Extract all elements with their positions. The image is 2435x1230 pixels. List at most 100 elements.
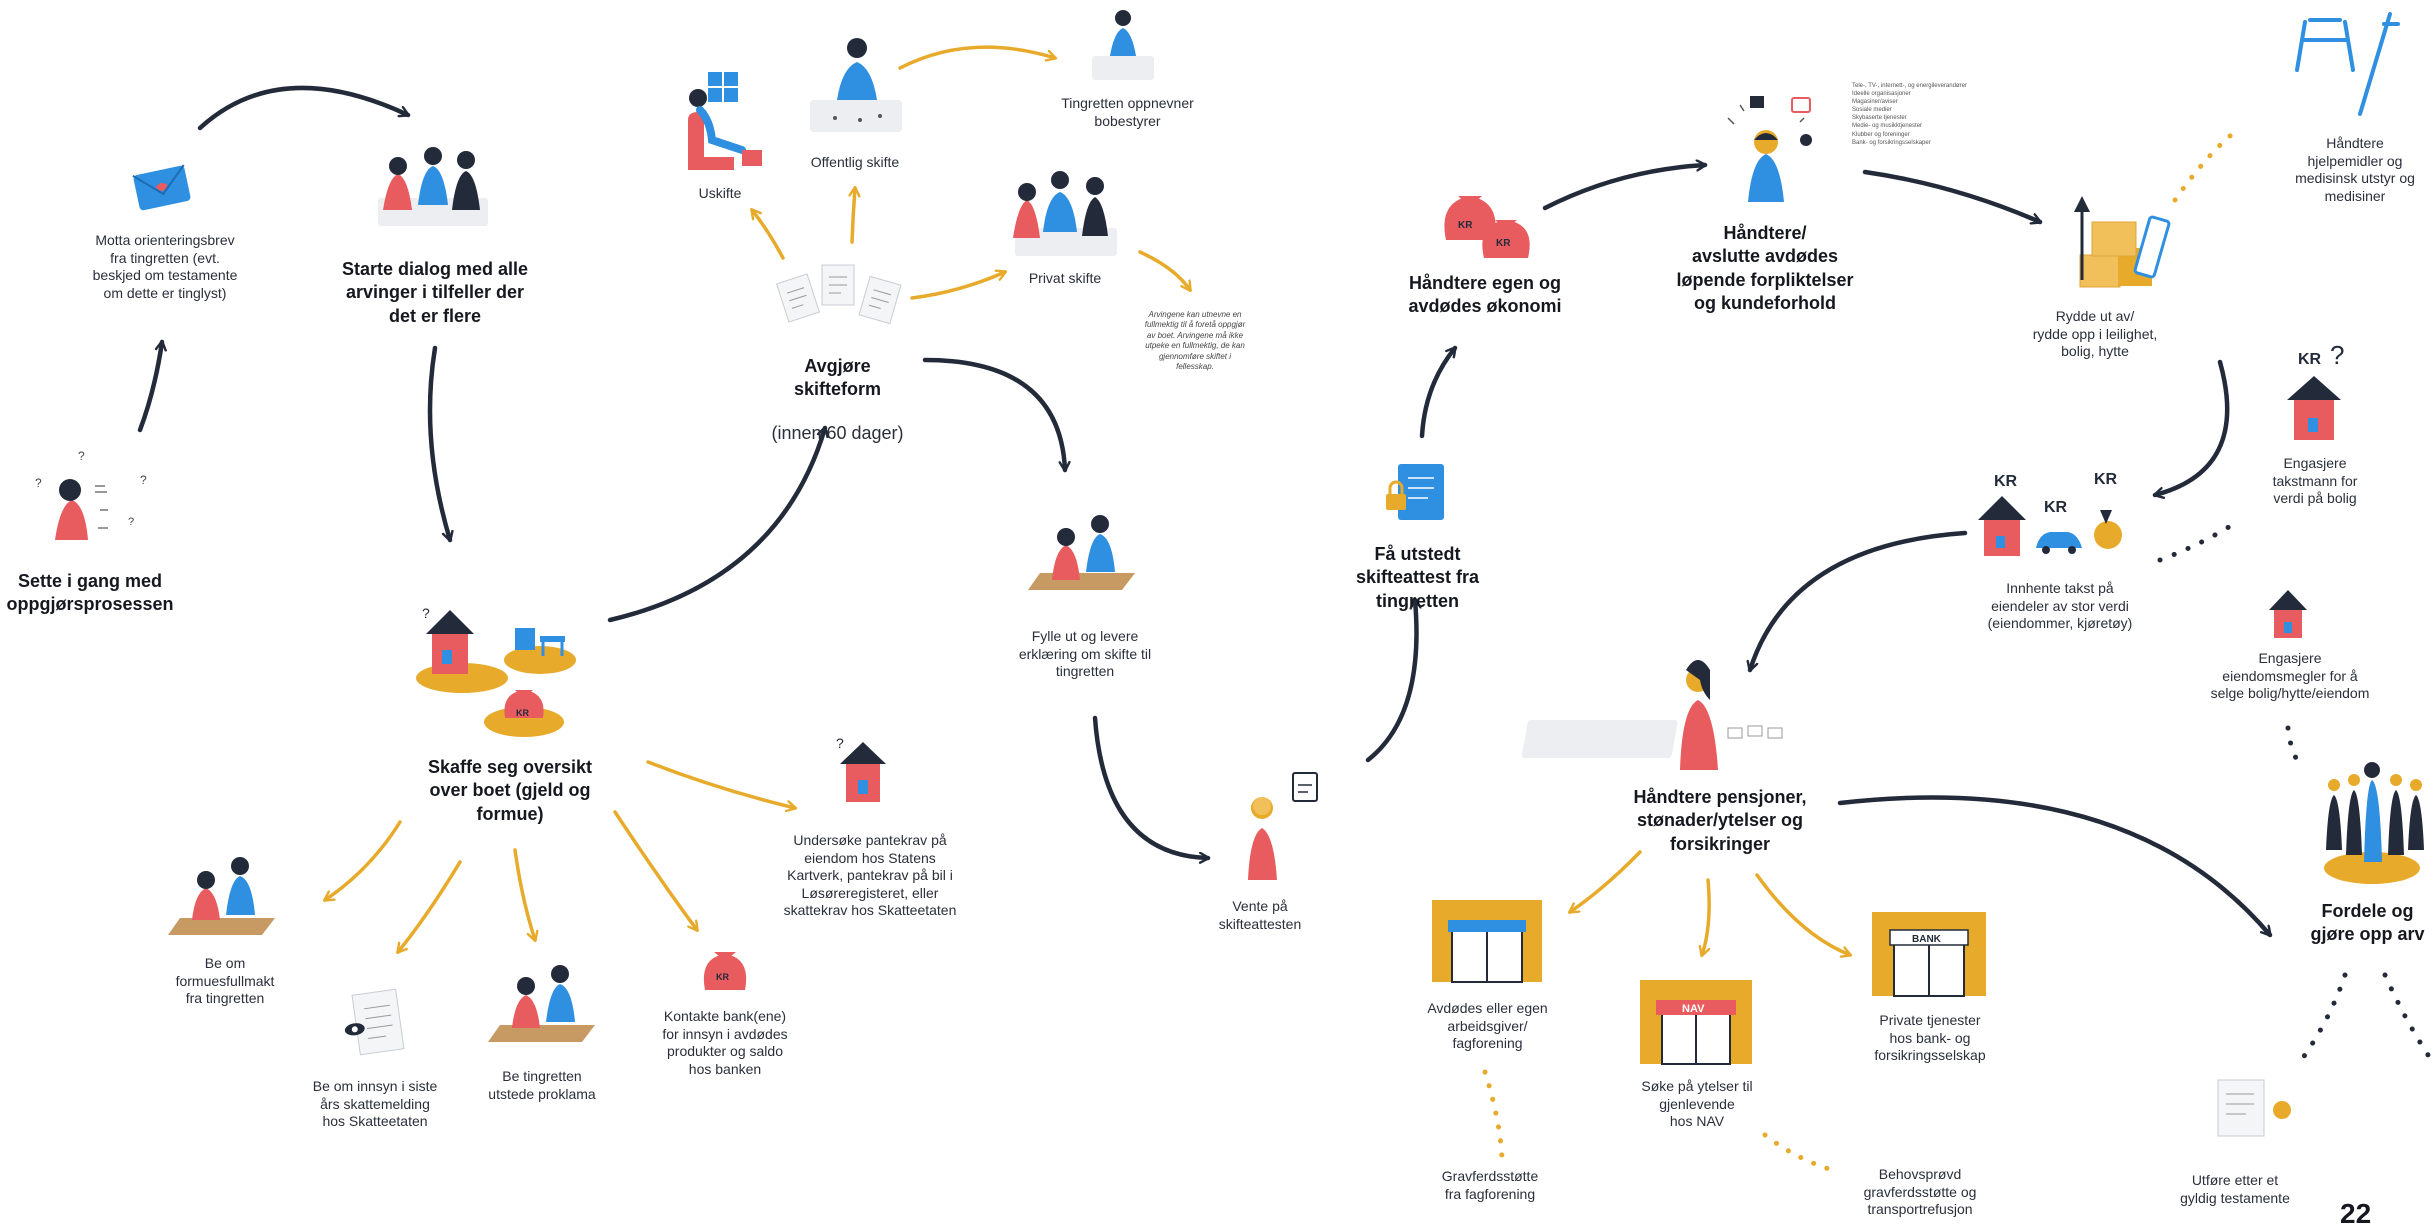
bank-sign-label: BANK xyxy=(1912,934,1942,945)
innhente-kr-label-3: KR xyxy=(2094,471,2118,488)
svg-text:?: ? xyxy=(128,516,134,528)
step-behovsprovd: Behovsprøvd gravferdsstøtte og transport… xyxy=(1863,1166,1977,1217)
option-privat-skifte: Privat skifte xyxy=(1028,270,1102,286)
step-handtere-okonomi: Håndtere egen og avdødes økonomi xyxy=(1408,273,1562,317)
step-sette-i-gang: Sette i gang med oppgjørsprosessen xyxy=(6,571,174,615)
arrow-skaffe-to-fullmakt xyxy=(325,820,402,900)
heirs-at-table-icon xyxy=(1013,171,1117,256)
administrator-icon xyxy=(1092,10,1154,80)
svg-text:?: ? xyxy=(422,605,430,621)
employer-building-icon xyxy=(1432,900,1542,983)
obligations-list-item: Klubber og foreninger xyxy=(1852,131,1910,138)
arrow-skaffe-to-pantekrav xyxy=(646,760,795,808)
page-number: 22 xyxy=(2340,1198,2372,1229)
arrow-forpliktelser-to-rydde xyxy=(1862,169,2043,222)
step-formuesfullmakt: Be om formuesfullmakt fra tingretten xyxy=(175,955,275,1006)
arrow-offentlig-to-bobestyrer xyxy=(898,45,1055,70)
step-fordele-arv: Fordele og gjøre opp arv xyxy=(2310,901,2425,945)
step-nav: Søke på ytelser til gjenlevende hos NAV xyxy=(1641,1078,1753,1129)
arrow-skaffe-to-innsyn xyxy=(398,860,462,952)
nav-sign-label: NAV xyxy=(1682,1003,1705,1015)
certificate-with-lock-icon xyxy=(1386,464,1444,520)
nav-office-icon xyxy=(1640,980,1752,1065)
innhente-kr-label-2: KR xyxy=(2044,499,2068,516)
step-avgjore-skifteform: Avgjøre skifteform (innen 60 dager) xyxy=(760,335,915,464)
arrow-motta-to-starte xyxy=(197,85,411,131)
arrow-rydde-to-innhente xyxy=(2152,359,2230,495)
arrow-skaffe-to-bank xyxy=(613,810,697,930)
arrow-pensjoner-to-nav xyxy=(1702,878,1711,955)
person-on-phone-icon xyxy=(1727,96,1812,202)
three-people-table-icon xyxy=(378,147,488,226)
arrow-avgjore-to-fylle xyxy=(922,357,1065,473)
envelope-icon xyxy=(132,164,191,211)
step-vente-skifteattest: Vente på skifteattesten xyxy=(1218,898,1302,932)
pension-paperwork-icon xyxy=(1521,660,1783,770)
dots-to-megler xyxy=(2285,725,2301,765)
arrow-okonomi-to-forpliktelser xyxy=(1542,165,1708,211)
arrow-avgjore-to-offentlig xyxy=(852,188,855,244)
money-bags-icon xyxy=(1444,196,1530,258)
step-rydde-bolig: Rydde ut av/ rydde opp i leilighet, boli… xyxy=(2032,308,2158,359)
arrow-fylle-to-vente xyxy=(1092,715,1211,858)
money-bag-kr-label: KR xyxy=(516,708,529,718)
svg-text:?: ? xyxy=(35,476,42,490)
step-pensjoner: Håndtere pensjoner, stønader/ytelser og … xyxy=(1633,787,1807,854)
arrow-avgjore-to-privat xyxy=(910,272,1005,300)
option-uskifte: Uskifte xyxy=(698,185,742,201)
documents-icon xyxy=(775,264,902,325)
step-bobestyrer: Tingretten oppnevner bobestyrer xyxy=(1061,95,1194,129)
arrow-starte-to-skaffe xyxy=(427,345,450,543)
arrow-pensjoner-to-private xyxy=(1755,873,1850,955)
econ-bag-kr-label-2: KR xyxy=(1496,238,1511,249)
arrow-pensjoner-to-fordele xyxy=(1837,795,2273,938)
house-valuation-icon xyxy=(2287,376,2341,440)
step-testamente: Utføre etter et gyldig testamente xyxy=(2180,1172,2290,1206)
step-forpliktelser: Håndtere/ avslutte avdødes løpende forpl… xyxy=(1676,223,1854,314)
step-arbeidsgiver: Avdødes eller egen arbeidsgiver/ fagfore… xyxy=(1427,1000,1548,1051)
person-at-desk-icon xyxy=(810,38,902,132)
step-eiendomsmegler: Engasjere eiendomsmegler for å selge bol… xyxy=(2210,650,2370,701)
moving-boxes-icon xyxy=(2074,196,2171,288)
econ-bag-kr-label-1: KR xyxy=(1458,220,1473,231)
step-proklama: Be tingretten utstede proklama xyxy=(488,1068,596,1102)
thinking-person-icon: ? ? ? ? xyxy=(35,449,147,540)
step-starte-dialog: Starte dialog med alle arvinger i tilfel… xyxy=(341,259,529,326)
arrow-sette-to-motta xyxy=(137,339,162,433)
step-innhente-takst: Innhente takst på eiendeler av stor verd… xyxy=(1987,580,2133,631)
dots-to-hjelpemidler xyxy=(2172,125,2243,203)
person-in-armchair-icon xyxy=(688,72,762,170)
obligations-list-item: Medie- og musikktjenester xyxy=(1852,123,1923,130)
arrow-skaffe-to-proklama xyxy=(513,848,535,940)
will-document-icon xyxy=(2217,1079,2291,1137)
step-motta-brev: Motta orienteringsbrev fra tingretten (e… xyxy=(92,232,238,301)
takst-kr-label: KR xyxy=(2298,351,2322,368)
innhente-kr-label-1: KR xyxy=(1994,473,2018,490)
meeting-icon xyxy=(168,857,275,935)
option-offentlig-skifte: Offentlig skifte xyxy=(810,154,900,170)
arrow-skaffe-to-avgjore xyxy=(607,425,825,623)
step-hjelpemidler: Håndtere hjelpemidler og medisinsk utsty… xyxy=(2295,135,2415,204)
filling-form-icon xyxy=(1028,515,1135,590)
svg-text:?: ? xyxy=(836,735,844,751)
obligations-list: Tele-, TV-, internett-, og energileveran… xyxy=(1852,82,2012,147)
step-private-tjenester: Private tjenester hos bank- og forsikrin… xyxy=(1874,1012,1986,1063)
arrow-utstedt-to-okonomi xyxy=(1419,345,1458,439)
arrow-innhente-to-pensjoner xyxy=(1750,530,1968,673)
svg-text:?: ? xyxy=(78,449,85,463)
svg-text:?: ? xyxy=(140,473,147,487)
step-takstmann: Engasjere takstmann for verdi på bolig xyxy=(2272,455,2358,506)
assets-valuation-icon xyxy=(1978,496,2122,556)
dots-to-behovsprovd xyxy=(1762,1132,1843,1175)
step-gravferdsstotte-fag: Gravferdsstøtte fra fagforening xyxy=(1441,1168,1539,1202)
court-meeting-icon xyxy=(488,965,595,1042)
dots-to-testamente xyxy=(2297,972,2348,1065)
real-estate-house-icon xyxy=(2269,590,2307,638)
arrow-privat-to-note xyxy=(1138,250,1190,290)
obligations-list-item: Sosiale medier xyxy=(1852,107,1892,114)
walker-and-crutch-icon xyxy=(2295,12,2400,116)
obligations-list-item: Magasiner/aviser xyxy=(1852,99,1898,106)
step-kontakte-bank: Kontakte bank(ene) for innsyn i avdødes … xyxy=(662,1008,788,1077)
privat-skifte-note: Arvingene kan utnevne en fullmektig til … xyxy=(1144,310,1246,371)
